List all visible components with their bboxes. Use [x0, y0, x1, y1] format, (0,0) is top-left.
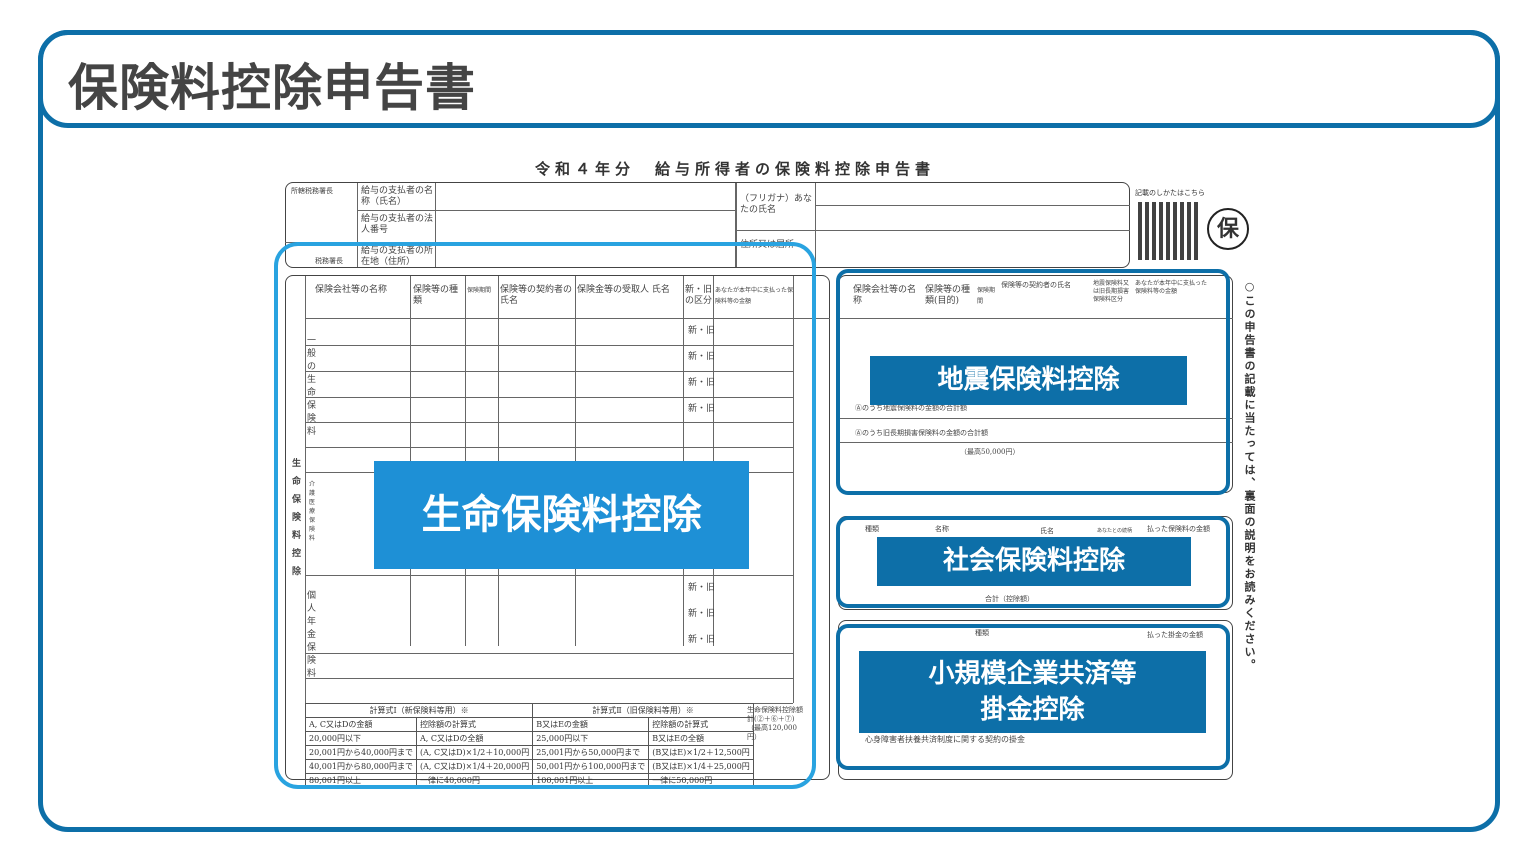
side-general: 一般の生命保険料: [307, 336, 317, 437]
social-col: 名称: [935, 525, 949, 533]
new-old-4[interactable]: 新・旧: [688, 404, 716, 414]
social-label: 社会保険料控除: [877, 537, 1191, 586]
life-total-label: 生命保険料控除額 計(②＋⑥＋⑦)（最高120,000円）: [747, 706, 803, 741]
payer-address-label: 給与の支払者の所在地（住所）: [361, 246, 434, 267]
new-old-2[interactable]: 新・旧: [688, 352, 716, 362]
small-col: 種類: [975, 629, 989, 637]
earthquake-label: 地震保険料控除: [870, 356, 1187, 405]
header-box: [285, 182, 1130, 268]
small-col: 払った掛金の金額: [1147, 631, 1203, 639]
qr-label: 記載のしかたはこちら: [1135, 189, 1205, 197]
social-col: あなたとの続柄: [1097, 528, 1132, 534]
insurance-stamp-icon: 保: [1207, 208, 1249, 250]
slide-header: [38, 30, 1500, 128]
col-amount: あなたが本年中に支払った保険料等の金額: [715, 287, 794, 305]
col-period: 保険期間: [467, 287, 492, 294]
slide-title: 保険料控除申告書: [68, 59, 476, 117]
furigana-label: （フリガナ）あなたの氏名: [740, 194, 813, 215]
new-old-6[interactable]: 新・旧: [688, 609, 716, 619]
qr-code-icon[interactable]: [1138, 202, 1200, 260]
eq-col: 地震保険料又は旧長期損害保険料区分: [1093, 280, 1130, 303]
side-life: 生命保険料控除: [292, 459, 302, 577]
small-business-label-line2: 掛金控除: [980, 695, 1085, 725]
new-old-5[interactable]: 新・旧: [688, 583, 716, 593]
life-insurance-highlight: [274, 242, 816, 789]
side-medical: 介護医療保険料: [309, 481, 316, 542]
eq-col: 保険等の種類(目的): [925, 285, 971, 306]
earthquake-highlight: [836, 269, 1230, 495]
col-type: 保険等の種類: [413, 285, 459, 306]
payer-number-label: 給与の支払者の法人番号: [361, 214, 434, 235]
life-insurance-label: 生命保険料控除: [374, 461, 749, 569]
form-note: ○この申告書の記載に当たっては、裏面の説明をお読みください。: [1243, 280, 1256, 672]
social-col: 種類: [865, 525, 879, 533]
form-title: 令和４年分 給与所得者の保険料控除申告書: [535, 160, 936, 178]
eq-col: あなたが本年中に支払った保険料等の金額: [1135, 280, 1208, 295]
small-business-highlight: [836, 624, 1230, 770]
eq-col: 保険等の契約者の氏名: [1001, 281, 1071, 289]
new-old-7[interactable]: 新・旧: [688, 635, 716, 645]
insurance-deduction-form: 令和４年分 給与所得者の保険料控除申告書 所轄税務署長 税務署長 給与の支払者の…: [285, 150, 1265, 788]
col-recipient: 保険金等の受取人 氏名: [577, 285, 670, 295]
new-old-3[interactable]: 新・旧: [688, 378, 716, 388]
social-col: 払った保険料の金額: [1147, 525, 1210, 533]
small-business-label: 小規模企業共済等 掛金控除: [859, 651, 1206, 733]
social-highlight: [836, 516, 1230, 608]
office-label-2: 税務署長: [315, 257, 343, 265]
eq-max: （最高50,000円）: [960, 448, 1020, 456]
eq-col: 保険会社等の名称: [853, 285, 917, 306]
small-row: 心身障害者扶養共済制度に関する契約の掛金: [865, 735, 1025, 744]
calculation-table: 計算式Ⅰ（新保険料等用）※計算式Ⅱ（旧保険料等用）※ A, C又はDの金額控除額…: [304, 703, 754, 788]
social-col: 氏名: [1040, 527, 1054, 535]
eq-row: Ⓐのうち旧長期損害保険料の金額の合計額: [855, 429, 988, 437]
office-label: 所轄税務署長: [291, 187, 333, 195]
eq-row: Ⓐのうち地震保険料の金額の合計額: [855, 404, 967, 412]
col-holder: 保険等の契約者の氏名: [500, 285, 573, 306]
eq-col: 保険期間: [977, 287, 996, 305]
social-total: 合計（控除額）: [985, 595, 1034, 603]
payer-name-label: 給与の支払者の名称（氏名）: [361, 186, 434, 207]
col-new-old: 新・旧の区分: [685, 285, 713, 306]
col-company: 保険会社等の名称: [315, 285, 388, 295]
new-old-1[interactable]: 新・旧: [688, 326, 716, 336]
small-business-label-line1: 小規模企業共済等: [928, 659, 1137, 689]
side-pension: 個人年金保険料: [307, 591, 317, 679]
